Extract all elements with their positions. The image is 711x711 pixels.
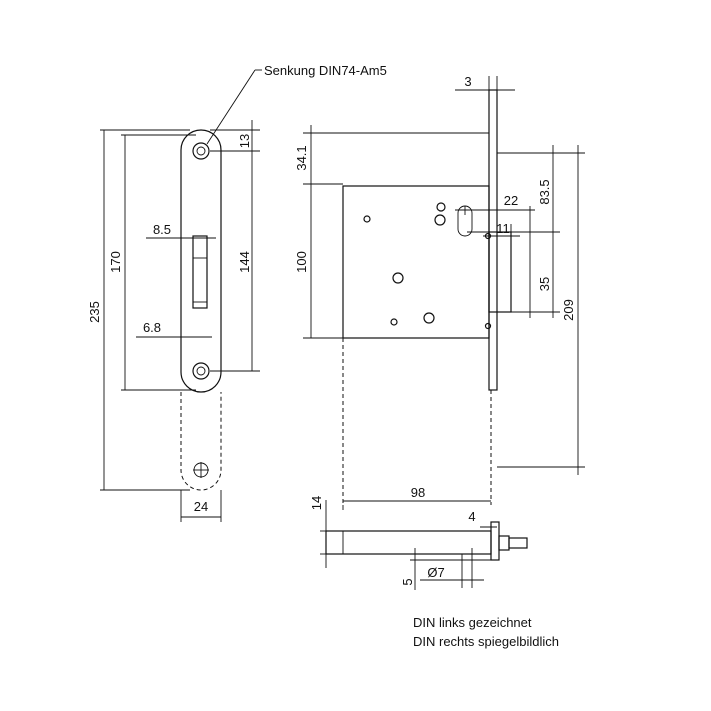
bottom-follower <box>498 535 510 551</box>
faceplate-hidden-part <box>180 392 222 491</box>
note-din-right: DIN rechts spiegelbildlich <box>413 634 559 649</box>
case-hole-6 <box>390 318 398 326</box>
side-view: 3 34.1 100 83.5 35 209 22 11 98 <box>294 74 585 510</box>
dim-d7: Ø7 <box>427 565 444 580</box>
dim-13: 13 <box>237 134 252 148</box>
lock-case <box>342 185 490 339</box>
dim-35: 35 <box>537 277 552 291</box>
dim-5: 5 <box>400 578 415 585</box>
dim-34-1: 34.1 <box>294 145 309 170</box>
side-faceplate <box>488 89 498 391</box>
dim-14: 14 <box>309 496 324 510</box>
dim-4: 4 <box>468 509 475 524</box>
dim-235: 235 <box>87 301 102 323</box>
dim-6-8: 6.8 <box>143 320 161 335</box>
dim-22: 22 <box>504 193 518 208</box>
case-hole-2 <box>436 202 446 212</box>
bottom-faceplate <box>490 521 500 561</box>
dim-3: 3 <box>464 74 471 89</box>
latch-block <box>488 231 512 313</box>
bottom-spindle <box>508 537 528 549</box>
front-view: 235 170 13 144 8.5 6.8 24 Senkung DIN74-… <box>87 63 387 522</box>
dim-8-5: 8.5 <box>153 222 171 237</box>
latch-slot <box>192 235 208 309</box>
dim-144: 144 <box>237 251 252 273</box>
bottom-view: 14 4 Ø7 5 <box>309 496 528 590</box>
dim-170: 170 <box>108 251 123 273</box>
dim-24: 24 <box>194 499 208 514</box>
latch-slot-inner <box>192 257 208 303</box>
screw-hole-top-inner <box>196 146 206 156</box>
dim-209: 209 <box>561 299 576 321</box>
dim-98: 98 <box>411 485 425 500</box>
callout-leader <box>206 69 256 145</box>
case-hole-4 <box>392 272 404 284</box>
case-hole-8 <box>484 322 492 330</box>
case-hole-3 <box>434 214 446 226</box>
screw-hole-bottom-inner <box>196 366 206 376</box>
screw-hole-top <box>192 142 210 160</box>
case-hole-1 <box>363 215 371 223</box>
dim-100: 100 <box>294 251 309 273</box>
note-din-left: DIN links gezeichnet <box>413 615 532 630</box>
case-hole-5 <box>423 312 435 324</box>
dim-83-5: 83.5 <box>537 179 552 204</box>
faceplate-outline <box>180 129 222 393</box>
dim-11: 11 <box>496 221 510 236</box>
screw-hole-bottom <box>192 362 210 380</box>
bottom-case <box>325 530 492 555</box>
callout-countersink: Senkung DIN74-Am5 <box>264 63 387 78</box>
